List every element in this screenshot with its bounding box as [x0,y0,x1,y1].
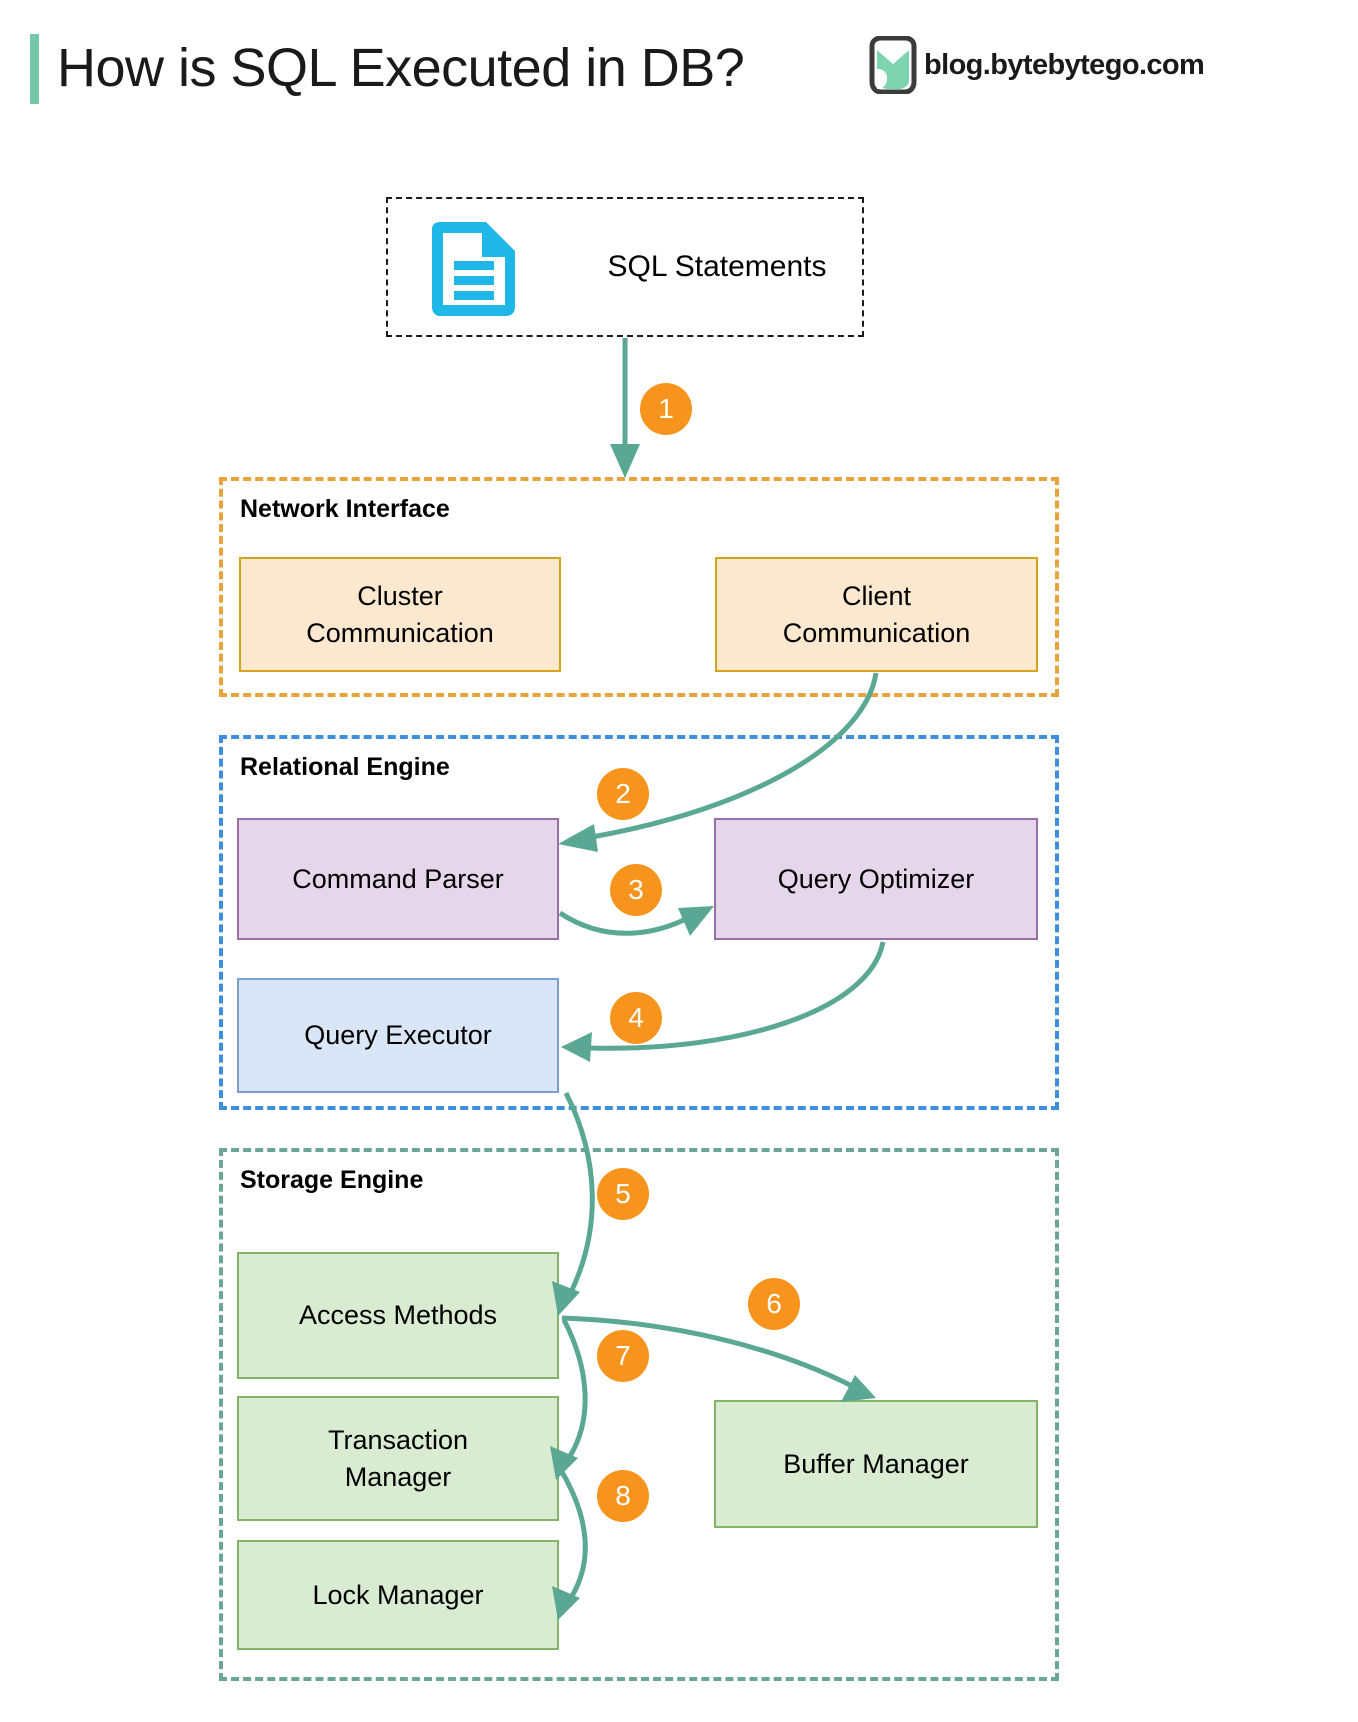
document-icon [432,222,515,316]
node-query-executor[interactable]: Query Executor [237,978,559,1093]
group-label-network-interface: Network Interface [240,495,450,523]
node-cluster-communication[interactable]: Cluster Communication [239,557,561,672]
page-title: How is SQL Executed in DB? [57,38,745,98]
node-cluster-communication-line2: Communication [306,617,494,648]
step-badge-5: 5 [597,1168,649,1220]
node-transaction-manager[interactable]: Transaction Manager [237,1396,559,1521]
node-query-optimizer[interactable]: Query Optimizer [714,818,1038,940]
title-accent-bar [30,34,39,104]
step-badge-1: 1 [640,383,692,435]
node-client-communication-line2: Communication [782,617,971,648]
node-cluster-communication-line1: Cluster [357,581,443,612]
header: How is SQL Executed in DB? blog.bytebyte… [0,0,1358,130]
node-client-communication-line1: Client [841,581,912,612]
node-lock-manager[interactable]: Lock Manager [237,1540,559,1650]
group-storage-engine: Storage Engine [219,1148,1059,1681]
bytebytego-logo-icon [869,36,917,94]
node-transaction-manager-line1: Transaction [327,1425,469,1456]
step-badge-4: 4 [610,992,662,1044]
sql-statements-label: SQL Statements [607,250,827,283]
step-badge-2: 2 [597,768,649,820]
step-badge-3: 3 [610,864,662,916]
group-label-storage-engine: Storage Engine [240,1166,424,1194]
node-buffer-manager[interactable]: Buffer Manager [714,1400,1038,1528]
sql-statements-box: SQL Statements [386,197,864,337]
node-transaction-manager-line2: Manager [344,1461,452,1492]
node-command-parser[interactable]: Command Parser [237,818,559,940]
brand-text: blog.bytebytego.com [924,48,1205,81]
step-badge-8: 8 [597,1470,649,1522]
node-access-methods[interactable]: Access Methods [237,1252,559,1379]
step-badge-7: 7 [597,1330,649,1382]
brand: blog.bytebytego.com [868,36,1205,94]
step-badge-6: 6 [748,1278,800,1330]
node-client-communication[interactable]: Client Communication [715,557,1038,672]
arrow-1 [610,338,640,478]
group-label-relational-engine: Relational Engine [240,753,450,781]
